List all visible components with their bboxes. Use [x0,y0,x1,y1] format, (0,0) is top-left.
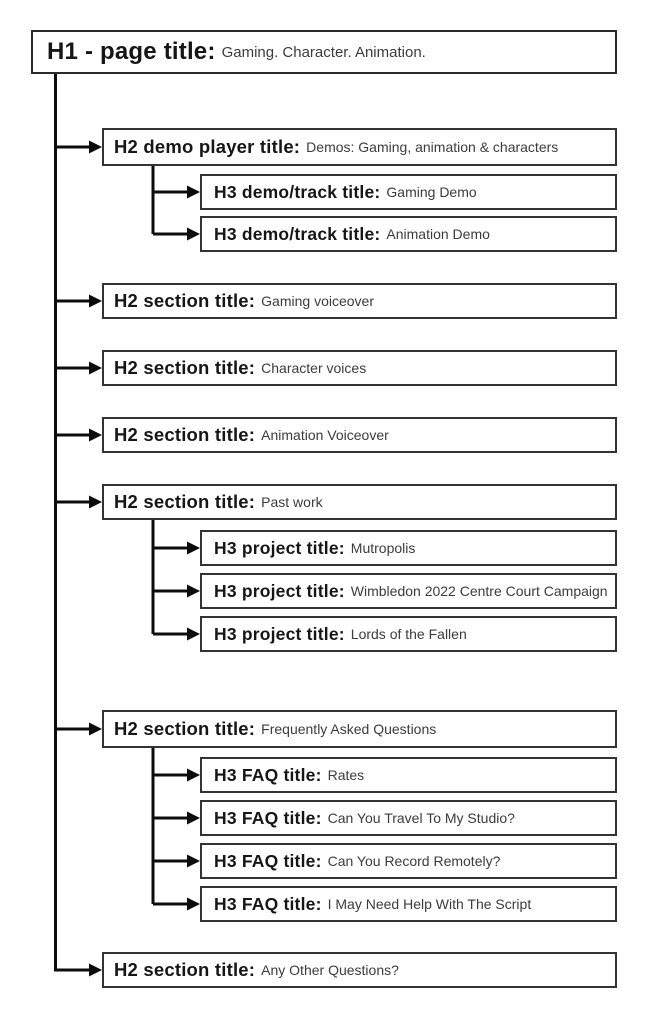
heading-box-h2-any-other-questions: H2 section title: Any Other Questions? [102,952,617,988]
heading-level-label: H3 project title: [214,623,345,644]
heading-level-label: H1 - page title: [47,38,216,65]
h2-connector-arrows [57,140,102,977]
heading-level-label: H3 project title: [214,537,345,558]
heading-box-h2-past-work: H2 section title: Past work [102,484,617,520]
heading-value: Any Other Questions? [261,962,399,978]
heading-value: I May Need Help With The Script [327,896,532,912]
heading-value: Mutropolis [350,540,416,556]
heading-level-label: H2 section title: [114,491,256,512]
heading-box-h3-wimbledon: H3 project title: Wimbledon 2022 Centre … [200,573,617,609]
heading-level-label: H2 section title: [114,959,256,980]
heading-level-label: H2 section title: [114,718,256,739]
heading-level-label: H2 section title: [114,357,256,378]
heading-level-label: H2 section title: [114,290,256,311]
heading-level-label: H3 project title: [214,580,345,601]
heading-value: Demos: Gaming, animation & characters [306,139,559,155]
heading-box-h2-gaming-voiceover: H2 section title: Gaming voiceover [102,283,617,319]
heading-level-label: H2 section title: [114,424,256,445]
h2-arrowhead-icons [89,140,102,977]
heading-value: Gaming Demo [386,184,477,200]
heading-box-h2-faq: H2 section title: Frequently Asked Quest… [102,710,617,748]
heading-value: Can You Record Remotely? [327,853,501,869]
heading-level-label: H2 demo player title: [114,136,301,157]
heading-box-h2-animation-voiceover: H2 section title: Animation Voiceover [102,417,617,453]
heading-value: Can You Travel To My Studio? [327,810,515,826]
heading-box-h3-help-with-script: H3 FAQ title: I May Need Help With The S… [200,886,617,922]
heading-box-h3-animation-demo: H3 demo/track title: Animation Demo [200,216,617,252]
heading-box-h2-character-voices: H2 section title: Character voices [102,350,617,386]
heading-level-label: H3 FAQ title: [214,850,322,871]
heading-box-h1-page-title: H1 - page title: Gaming. Character. Anim… [31,30,617,74]
heading-box-h3-mutropolis: H3 project title: Mutropolis [200,530,617,566]
heading-value: Character voices [261,360,367,376]
h3-branch-connectors [151,166,200,911]
heading-level-label: H3 demo/track title: [214,223,381,244]
h2-arrow-lines [57,145,90,731]
heading-box-h3-record-remotely: H3 FAQ title: Can You Record Remotely? [200,843,617,879]
heading-box-h3-lords-of-the-fallen: H3 project title: Lords of the Fallen [200,616,617,652]
trunk-connector [54,74,90,972]
heading-value: Wimbledon 2022 Centre Court Campaign [350,583,608,599]
heading-value: Animation Voiceover [261,427,389,443]
heading-box-h3-gaming-demo: H3 demo/track title: Gaming Demo [200,174,617,210]
heading-value: Lords of the Fallen [350,626,467,642]
heading-box-h2-demo-player: H2 demo player title: Demos: Gaming, ani… [102,128,617,166]
heading-level-label: H3 FAQ title: [214,764,322,785]
heading-value: Animation Demo [386,226,490,242]
heading-box-h3-travel-to-studio: H3 FAQ title: Can You Travel To My Studi… [200,800,617,836]
heading-box-h3-rates: H3 FAQ title: Rates [200,757,617,793]
heading-value: Gaming voiceover [261,293,374,309]
heading-value: Frequently Asked Questions [261,721,437,737]
trunk-line [54,74,90,972]
heading-value: Rates [327,767,365,783]
heading-level-label: H3 demo/track title: [214,181,381,202]
heading-value: Past work [261,494,323,510]
heading-level-label: H3 FAQ title: [214,893,322,914]
heading-level-label: H3 FAQ title: [214,807,322,828]
heading-value: Gaming. Character. Animation. [221,43,426,61]
